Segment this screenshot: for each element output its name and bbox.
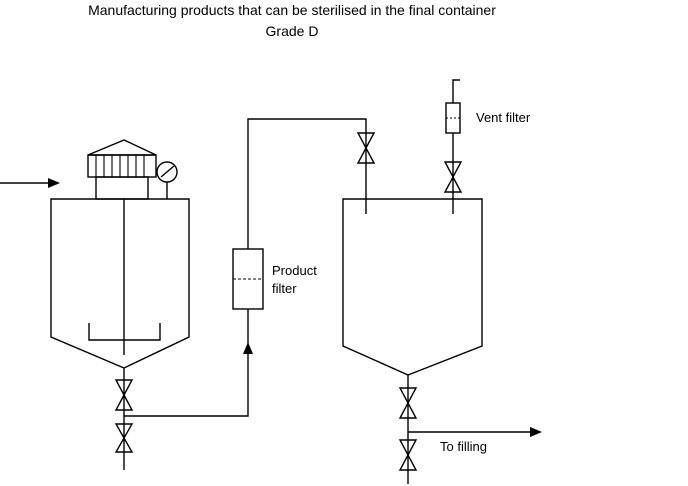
transfer-pipe: [124, 342, 253, 417]
valve-icon: [443, 161, 463, 193]
valve-icon: [398, 439, 418, 471]
to-filling-label: To filling: [440, 439, 487, 454]
valve-icon: [398, 387, 418, 419]
filter-outlet-pipe: [247, 118, 367, 249]
valve-icon: [114, 379, 134, 411]
receiving-tank: [342, 198, 483, 376]
diagram-title: Manufacturing products that can be steri…: [88, 2, 496, 18]
diagram-subtitle: Grade D: [266, 23, 319, 39]
product-filter-icon: [232, 248, 264, 344]
agitator-motor: [87, 139, 157, 200]
mixing-tank: [50, 198, 190, 369]
product-filter-label: filter: [272, 281, 297, 296]
product-filter-label: Product: [272, 263, 317, 278]
valve-icon: [356, 132, 376, 164]
to-filling-arrow: [408, 427, 542, 437]
inlet-arrow: [0, 178, 60, 188]
valve-icon: [114, 423, 134, 453]
vent-filter-icon: [445, 79, 461, 214]
vent-filter-label: Vent filter: [476, 110, 531, 125]
pressure-gauge-icon: [156, 161, 178, 199]
